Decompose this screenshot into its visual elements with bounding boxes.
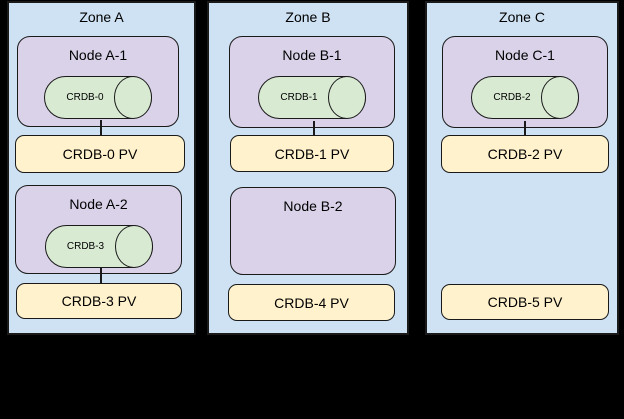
zone-a-title: Zone A bbox=[79, 9, 124, 25]
connector-crdb2-to-pv bbox=[524, 121, 526, 137]
zone-c-box: Zone C Node C-1 CRDB-2 CRDB-2 PV CRDB-5 … bbox=[425, 1, 619, 335]
pv-crdb-2-box: CRDB-2 PV bbox=[441, 135, 609, 173]
pod-crdb-0-label: CRDB-0 bbox=[66, 92, 104, 103]
pod-crdb-3-label: CRDB-3 bbox=[66, 241, 105, 252]
pv-crdb-1-box: CRDB-1 PV bbox=[230, 135, 394, 172]
pod-crdb-0-cylinder: CRDB-0 bbox=[44, 76, 152, 119]
pod-crdb-3-cylinder: CRDB-3 bbox=[44, 225, 153, 268]
node-b1-box: Node B-1 CRDB-1 bbox=[229, 36, 395, 128]
pv-crdb-5-box: CRDB-5 PV bbox=[441, 284, 609, 320]
cylinder-end-cap bbox=[114, 76, 152, 119]
node-c1-title: Node C-1 bbox=[495, 47, 555, 63]
node-a1-box: Node A-1 CRDB-0 bbox=[17, 36, 179, 127]
zone-b-box: Zone B Node B-1 CRDB-1 CRDB-1 PV Node B-… bbox=[207, 1, 409, 335]
node-b1-title: Node B-1 bbox=[282, 47, 342, 63]
zone-b-title: Zone B bbox=[285, 9, 331, 25]
node-c1-box: Node C-1 CRDB-2 bbox=[442, 36, 608, 128]
pod-crdb-1-cylinder: CRDB-1 bbox=[258, 76, 366, 119]
connector-crdb0-to-pv bbox=[100, 120, 102, 137]
connector-crdb3-to-pv bbox=[100, 268, 102, 285]
pod-crdb-2-label: CRDB-2 bbox=[493, 92, 531, 103]
cylinder-end-cap bbox=[114, 225, 153, 268]
zone-a-box: Zone A Node A-1 CRDB-0 CRDB-0 PV Node A-… bbox=[7, 1, 196, 335]
cylinder-end-cap bbox=[328, 76, 366, 119]
pv-crdb-0-box: CRDB-0 PV bbox=[15, 135, 185, 173]
connector-crdb1-to-pv bbox=[313, 121, 315, 137]
pv-crdb-4-box: CRDB-4 PV bbox=[228, 284, 395, 321]
pv-crdb-3-box: CRDB-3 PV bbox=[16, 283, 182, 319]
pod-crdb-1-label: CRDB-1 bbox=[280, 92, 318, 103]
node-b2-box: Node B-2 bbox=[230, 187, 396, 275]
node-a1-title: Node A-1 bbox=[68, 47, 128, 63]
node-b2-title: Node B-2 bbox=[283, 198, 343, 214]
node-a2-box: Node A-2 CRDB-3 bbox=[15, 185, 182, 274]
node-a2-title: Node A-2 bbox=[69, 196, 128, 212]
pod-crdb-2-cylinder: CRDB-2 bbox=[471, 76, 579, 119]
zone-c-title: Zone C bbox=[499, 9, 545, 25]
cylinder-end-cap bbox=[541, 76, 579, 119]
